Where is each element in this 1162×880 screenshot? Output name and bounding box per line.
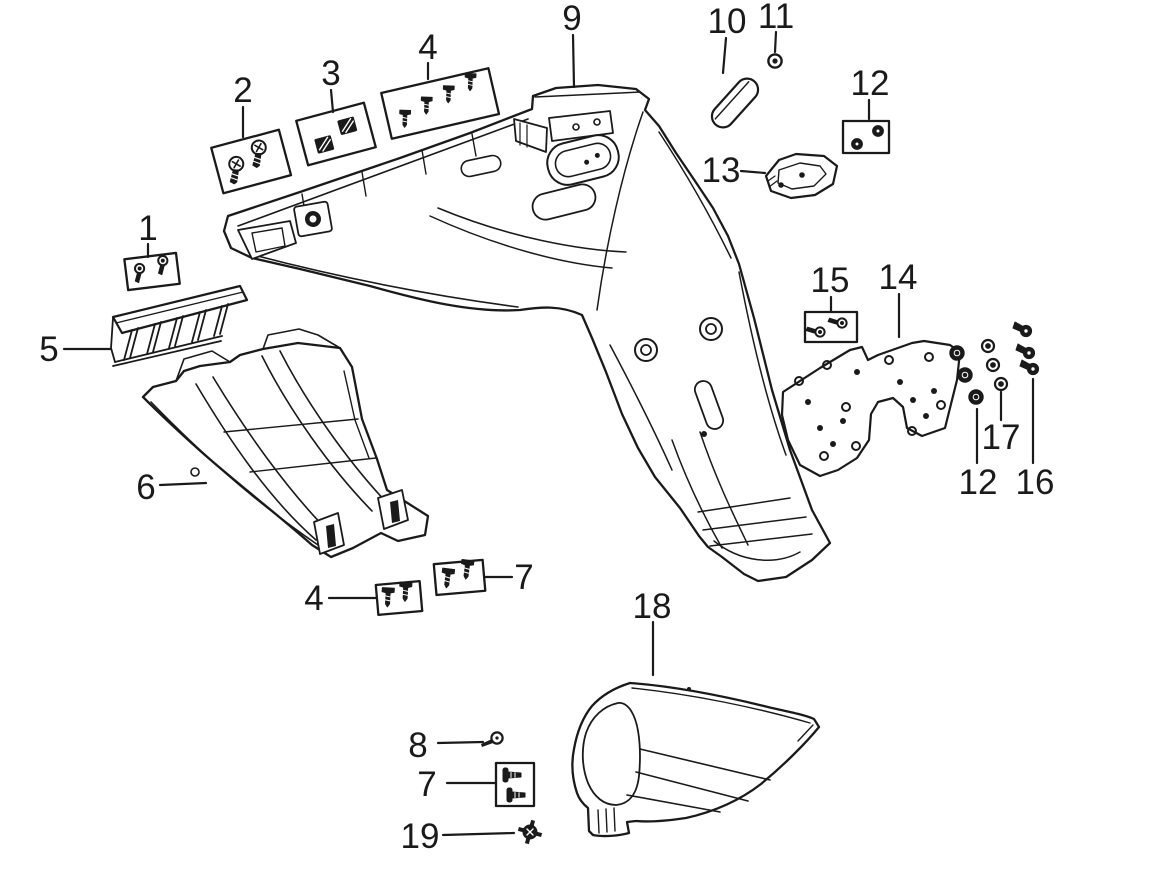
leader-line-3 bbox=[329, 88, 335, 114]
part-6-inner-fender-tray bbox=[141, 328, 430, 559]
callout-9: 9 bbox=[562, 0, 581, 38]
callout-12-top: 12 bbox=[851, 64, 890, 103]
callout-1: 1 bbox=[138, 209, 157, 248]
hardware-box-12-top bbox=[841, 119, 891, 155]
callout-19: 19 bbox=[401, 817, 440, 856]
part-14-mount-plate bbox=[780, 339, 962, 478]
part-13-bracket bbox=[764, 152, 839, 200]
callout-8: 8 bbox=[408, 726, 427, 765]
tail-boss-right bbox=[699, 317, 723, 341]
mount-grommet bbox=[293, 200, 333, 238]
callouts: 1 2 3 4 4 5 6 7 7 8 9 10 11 12 12 13 14 … bbox=[39, 0, 1054, 856]
callout-4-top: 4 bbox=[418, 28, 437, 67]
leader-line-13 bbox=[739, 169, 767, 175]
hardware-box-7-bottom bbox=[494, 761, 536, 808]
callout-5: 5 bbox=[39, 330, 58, 369]
tail-boss-left bbox=[634, 338, 658, 362]
leader-line-6 bbox=[158, 481, 208, 487]
part-10-pad bbox=[710, 77, 760, 129]
hardware-box-3 bbox=[295, 101, 377, 167]
leader-line-10 bbox=[721, 36, 728, 75]
callout-14: 14 bbox=[879, 258, 918, 297]
callout-17: 17 bbox=[982, 418, 1021, 457]
hardware-box-1 bbox=[123, 251, 181, 292]
part-8-screw bbox=[481, 731, 504, 747]
side-slot-lower bbox=[531, 183, 597, 221]
leader-line-11 bbox=[773, 30, 778, 54]
callout-11: 11 bbox=[758, 0, 794, 36]
callout-18: 18 bbox=[633, 587, 672, 626]
hardware-box-7-right bbox=[432, 558, 487, 597]
callout-4-bottom: 4 bbox=[304, 579, 323, 618]
hardware-box-4-bottom bbox=[374, 579, 424, 617]
callout-12-bottom: 12 bbox=[959, 463, 998, 502]
part-5-grille bbox=[110, 284, 249, 367]
front-mount-bracket bbox=[237, 220, 297, 260]
callout-10: 10 bbox=[708, 2, 747, 41]
part-18-mud-flap bbox=[571, 681, 821, 838]
hump-cube bbox=[513, 118, 548, 153]
callout-7-bottom: 7 bbox=[417, 765, 436, 804]
leader-line-9 bbox=[571, 33, 576, 89]
callout-16: 16 bbox=[1016, 463, 1055, 502]
drawing: 1 2 3 4 4 5 6 7 7 8 9 10 11 12 12 13 14 … bbox=[39, 0, 1054, 856]
callout-7-right: 7 bbox=[514, 558, 533, 597]
leader-line-19 bbox=[441, 831, 516, 837]
beam-bracket bbox=[460, 154, 502, 178]
leader-lines bbox=[62, 30, 1035, 837]
part-19-clip bbox=[517, 819, 543, 845]
hardware-box-4-top bbox=[380, 67, 501, 140]
callout-15: 15 bbox=[811, 261, 850, 300]
part-11-nut bbox=[767, 53, 783, 69]
part-9-rear-fender bbox=[222, 83, 832, 583]
callout-3: 3 bbox=[321, 54, 340, 93]
callout-6: 6 bbox=[136, 468, 155, 507]
leader-line-8 bbox=[436, 740, 485, 745]
hardware-box-15 bbox=[803, 310, 859, 344]
hardware-box-2 bbox=[210, 128, 293, 195]
tail-slot bbox=[693, 380, 725, 430]
side-slot-panel bbox=[546, 134, 620, 186]
callout-2: 2 bbox=[233, 71, 252, 110]
callout-13: 13 bbox=[702, 151, 741, 190]
